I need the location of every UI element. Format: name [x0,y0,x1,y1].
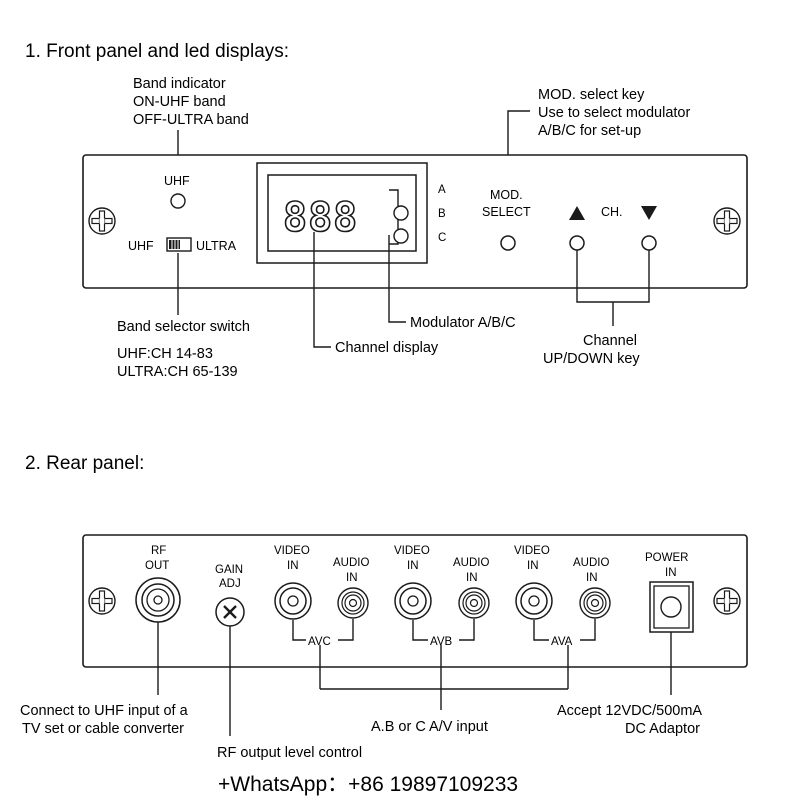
video-in-label-1: VIDEO [514,545,550,557]
mod-select-button[interactable] [500,235,516,251]
gain-adj-knob[interactable] [215,597,245,627]
ch-label: CH. [601,205,623,219]
mod-label-c: C [438,232,446,244]
group-label-avb: AVB [430,636,452,648]
band-indicator-on: ON-UHF band [133,94,226,110]
audio-in-label-1: AUDIO [333,557,369,569]
video-in-label-1: VIDEO [394,545,430,557]
seven-segment-digits: 888 [283,195,358,241]
video-in-connector-a[interactable] [515,582,553,620]
power-in-jack[interactable] [649,581,694,633]
group-label-ava: AVA [551,636,573,648]
switch-uhf-label: UHF [128,239,154,253]
mod-label-b: B [438,208,446,220]
audio-in-label-1: AUDIO [453,557,489,569]
av-group-c: VIDEO IN AUDIO IN AVC [274,545,369,648]
audio-in-label-2: IN [586,572,598,584]
video-in-label-2: IN [527,560,539,572]
video-in-label-1: VIDEO [274,545,310,557]
modulator-label: Modulator A/B/C [410,315,516,331]
audio-in-connector-c[interactable] [337,587,369,619]
channel-key-label-1: Channel [583,333,637,349]
channel-down-button[interactable] [641,235,657,251]
channel-display-label: Channel display [335,340,439,356]
rf-out-connector[interactable] [135,577,181,623]
video-in-connector-c[interactable] [274,582,312,620]
group-label-avc: AVC [308,636,331,648]
mod-key-title: MOD. select key [538,87,645,103]
video-in-label-2: IN [407,560,419,572]
down-arrow-icon [641,206,657,220]
channel-up-button[interactable] [569,235,585,251]
screw-icon [88,207,116,235]
channel-key-label-2: UP/DOWN key [543,351,640,367]
rf-note-1: Connect to UHF input of a [20,703,189,719]
audio-in-label-2: IN [346,572,358,584]
screw-icon [88,587,116,615]
gain-adj-label-2: ADJ [219,578,241,590]
video-in-label-2: IN [287,560,299,572]
mod-button-label-1: MOD. [490,188,523,202]
gain-adj-label-1: GAIN [215,564,243,576]
video-in-connector-b[interactable] [394,582,432,620]
uhf-led-label: UHF [164,174,190,188]
power-in-label-1: POWER [645,552,688,564]
whatsapp-contact: +WhatsApp：+86 19897109233 [218,773,518,796]
av-group-b: VIDEO IN AUDIO IN AVB [394,545,490,648]
mod-key-desc-1: Use to select modulator [538,105,690,121]
av-group-a: VIDEO IN AUDIO IN AVA [514,545,611,648]
mod-key-desc-2: A/B/C for set-up [538,123,641,139]
band-indicator-off: OFF-ULTRA band [133,112,249,128]
switch-ultra-label: ULTRA [196,239,237,253]
rf-note-2: TV set or cable converter [22,721,184,737]
power-note-1: Accept 12VDC/500mA [557,703,702,719]
band-indicator-title: Band indicator [133,76,226,92]
rf-out-label-2: OUT [145,560,169,572]
modulator-led-icon [393,228,409,244]
rear-heading: 2. Rear panel: [25,453,144,474]
audio-in-connector-b[interactable] [458,587,490,619]
front-heading: 1. Front panel and led displays: [25,41,289,62]
power-note-2: DC Adaptor [625,721,700,737]
band-indicator-callout: Band indicator ON-UHF band OFF-ULTRA ban… [133,76,249,172]
gain-note: RF output level control [217,745,362,761]
audio-in-label-1: AUDIO [573,557,609,569]
audio-in-connector-a[interactable] [579,587,611,619]
band-selector-uhf-range: UHF:CH 14-83 [117,346,213,362]
mod-button-label-2: SELECT [482,205,531,219]
up-arrow-icon [569,206,585,220]
mod-label-a: A [438,184,446,196]
av-note: A.B or C A/V input [371,719,488,735]
band-selector-ultra-range: ULTRA:CH 65-139 [117,364,238,380]
band-selector-title: Band selector switch [117,319,250,335]
channel-display: 888 [256,162,428,264]
rf-out-label-1: RF [151,545,166,557]
band-selector-switch[interactable] [166,237,192,252]
uhf-led-icon [170,193,186,209]
mod-key-callout: MOD. select key Use to select modulator … [507,87,690,183]
screw-icon [713,587,741,615]
power-in-label-2: IN [665,567,677,579]
audio-in-label-2: IN [466,572,478,584]
modulator-led-icon [393,205,409,221]
screw-icon [713,207,741,235]
